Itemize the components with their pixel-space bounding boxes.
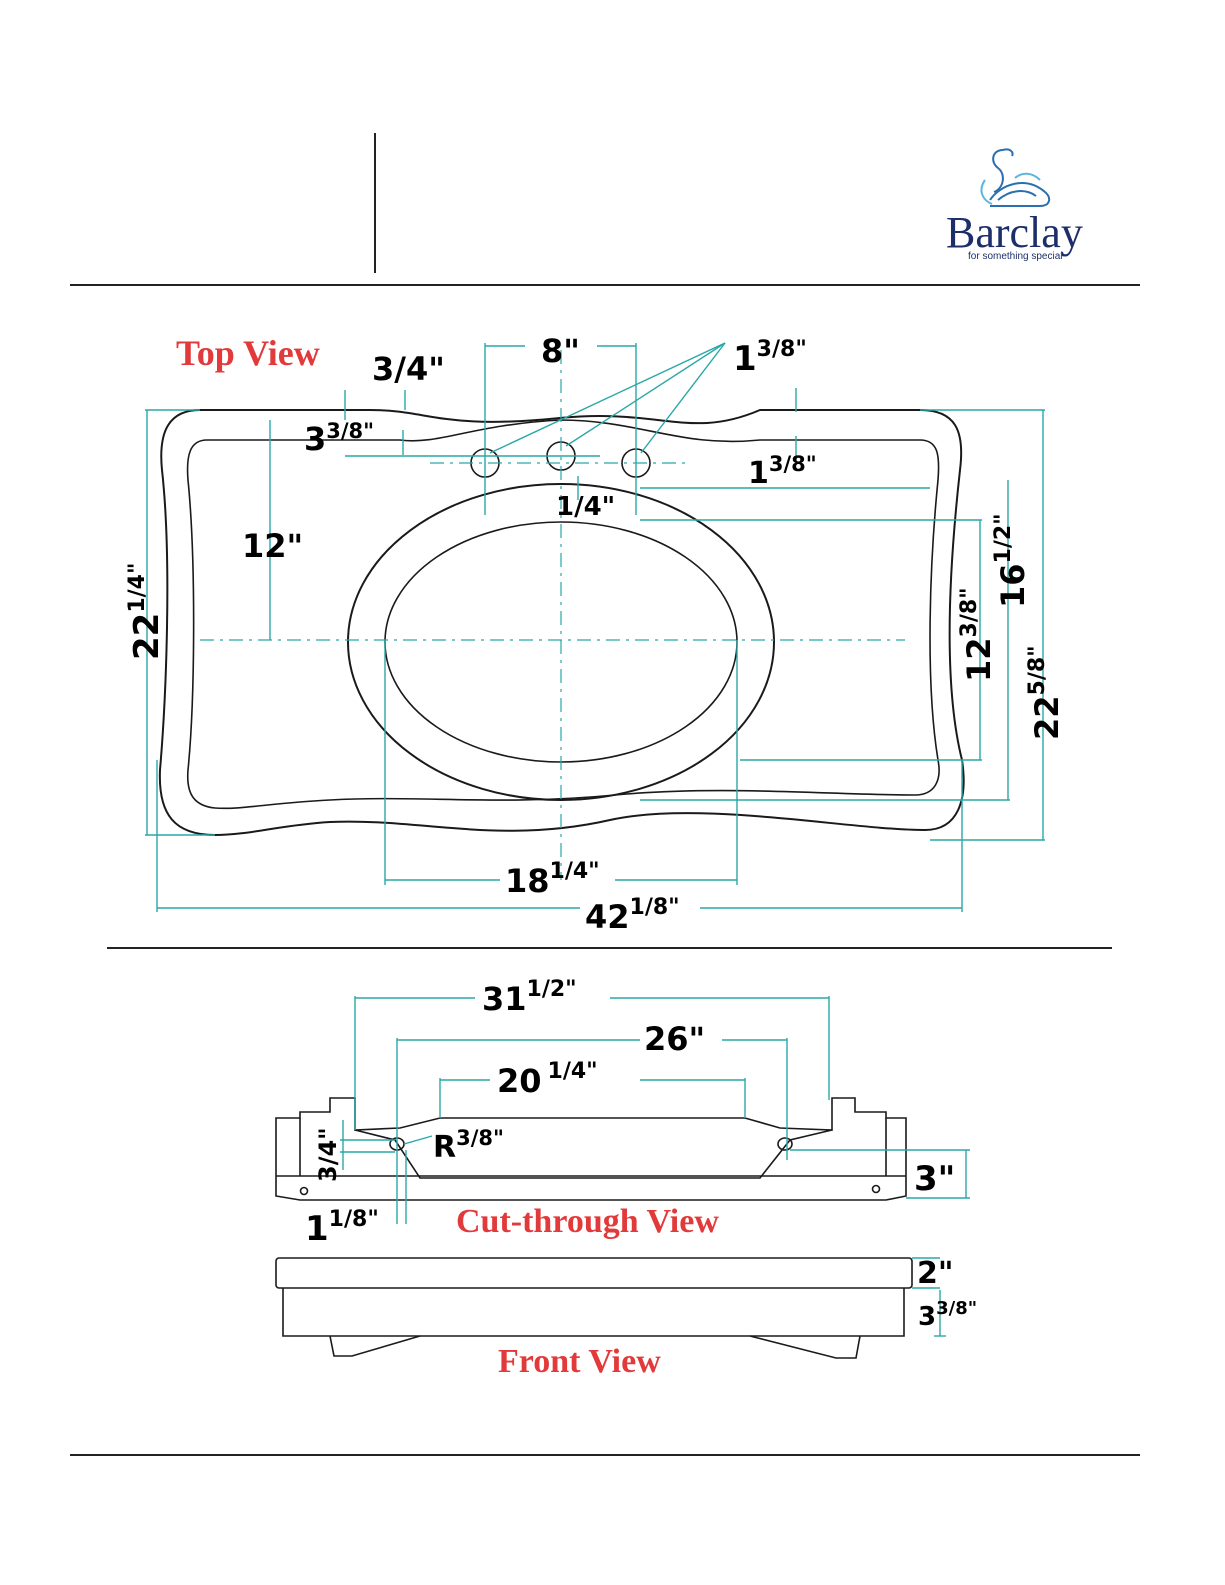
dim-1-1-8-label: 11/8" <box>305 1207 379 1249</box>
dim-12-3-8-label: 123/8" <box>957 587 998 682</box>
brand-name: Barclay <box>946 208 1083 257</box>
dim-12-label: 12" <box>242 527 303 565</box>
front-right-foot <box>750 1336 860 1358</box>
dim-8-label: 8" <box>541 332 580 370</box>
front-top-slab <box>276 1258 912 1288</box>
dim-front-2-label: 2" <box>917 1256 954 1291</box>
cut-view-title: Cut-through View <box>456 1203 719 1240</box>
top-inner-outline <box>188 420 940 808</box>
mount-hole-right <box>873 1186 880 1193</box>
mount-hole-left <box>301 1188 308 1195</box>
dim-22-1-4-label: 221/4" <box>125 563 167 660</box>
dim-1-3-8-right-label: 13/8" <box>748 452 817 491</box>
dim-1-3-8-holes-label: 13/8" <box>733 337 807 379</box>
barclay-logo: Barclay for something special <box>946 149 1083 262</box>
dim-31-1-2-label: 311/2" <box>482 977 577 1018</box>
dim-3-4-label: 3/4" <box>372 350 445 388</box>
front-view-title: Front View <box>498 1343 661 1380</box>
dim-front-3-3-8-label: 33/8" <box>918 1298 977 1332</box>
dim-cut-3-4-label: 3/4" <box>314 1127 342 1182</box>
dim-radius-label: R3/8" <box>433 1126 504 1165</box>
dim-1-3-8-holes-sup: 3/8" <box>757 337 807 362</box>
top-outer-outline <box>160 410 964 835</box>
brand-tagline: for something special <box>968 251 1063 262</box>
dim-3-3-8-label: 33/8" <box>304 419 374 458</box>
front-left-foot <box>330 1336 420 1356</box>
dim-16-1-2-label: 161/2" <box>991 513 1032 608</box>
dim-26-label: 26" <box>644 1020 705 1058</box>
dim-1-4-label: 1/4" <box>556 492 615 522</box>
dim-18-1-4-label: 181/4" <box>505 859 600 900</box>
dim-42-1-8-label: 421/8" <box>585 895 680 936</box>
cut-outline <box>276 1098 906 1200</box>
top-view-title: Top View <box>176 333 320 373</box>
front-body <box>283 1288 904 1336</box>
overflow-slot-right <box>778 1138 792 1150</box>
dim-cut-3-label: 3" <box>914 1159 955 1199</box>
dim-22-5-8-label: 225/8" <box>1025 645 1066 740</box>
swan-icon <box>981 149 1049 206</box>
